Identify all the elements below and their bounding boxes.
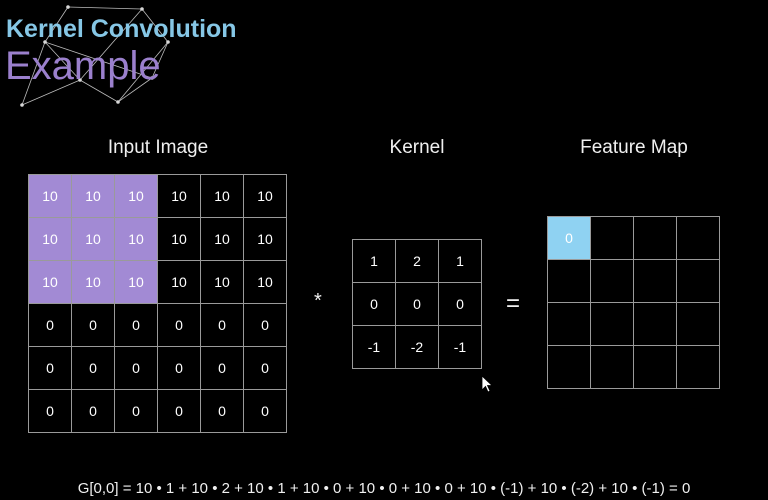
kernel-cell: 0: [439, 283, 482, 326]
feature-map-cell: [548, 346, 591, 389]
equals-operator: =: [506, 290, 521, 317]
input-image-cell: 0: [201, 390, 244, 433]
input-image-cell: 10: [158, 175, 201, 218]
input-image-cell: 0: [29, 304, 72, 347]
input-image-cell: 0: [244, 390, 287, 433]
kernel-cell: 0: [353, 283, 396, 326]
feature-map-cell: [591, 303, 634, 346]
input-image-cell: 10: [72, 218, 115, 261]
input-image-cell: 10: [201, 218, 244, 261]
input-image-cell: 10: [158, 261, 201, 304]
input-image-cell: 10: [29, 261, 72, 304]
input-image-cell: 0: [72, 390, 115, 433]
kernel-cell: 1: [439, 240, 482, 283]
input-image-cell: 10: [244, 218, 287, 261]
input-image-cell: 10: [201, 175, 244, 218]
kernel-cell: 0: [396, 283, 439, 326]
input-image-cell: 10: [72, 261, 115, 304]
feature-map-cell: [591, 217, 634, 260]
kernel-cell: -1: [439, 326, 482, 369]
input-image-cell: 10: [29, 175, 72, 218]
mouse-cursor-icon: [481, 375, 493, 393]
input-image-cell: 0: [115, 390, 158, 433]
feature-map-cell: [677, 346, 720, 389]
feature-map-cell: [591, 260, 634, 303]
input-image-cell: 10: [244, 261, 287, 304]
input-image-cell: 0: [72, 304, 115, 347]
kernel-cell: -2: [396, 326, 439, 369]
input-image-cell: 0: [29, 390, 72, 433]
feature-map-cell: [677, 303, 720, 346]
input-image-cell: 10: [244, 175, 287, 218]
input-image-cell: 10: [115, 261, 158, 304]
input-image-cell: 0: [244, 304, 287, 347]
input-image-cell: 10: [158, 218, 201, 261]
feature-map-label: Feature Map: [580, 137, 688, 158]
feature-map-cell: [634, 217, 677, 260]
input-image-cell: 10: [72, 175, 115, 218]
feature-map-grid: 0: [547, 216, 720, 389]
input-image-cell: 10: [115, 175, 158, 218]
kernel-label: Kernel: [389, 137, 445, 158]
network-graph-decoration: [20, 5, 170, 107]
input-image-label: Input Image: [107, 137, 209, 158]
input-image-cell: 0: [244, 347, 287, 390]
input-image-cell: 10: [201, 261, 244, 304]
kernel-cell: 1: [353, 240, 396, 283]
input-image-cell: 0: [29, 347, 72, 390]
input-image-cell: 10: [115, 218, 158, 261]
convolution-operator: *: [314, 290, 322, 312]
feature-map-cell: [677, 260, 720, 303]
input-image-cell: 0: [158, 347, 201, 390]
feature-map-cell: [634, 346, 677, 389]
feature-map-cell: [548, 303, 591, 346]
feature-map-cell: [591, 346, 634, 389]
input-image-cell: 0: [158, 304, 201, 347]
title-line-2: Example: [5, 44, 161, 88]
input-image-cell: 10: [29, 218, 72, 261]
input-image-cell: 0: [72, 347, 115, 390]
input-image-cell: 0: [201, 304, 244, 347]
input-image-cell: 0: [115, 304, 158, 347]
input-image-cell: 0: [201, 347, 244, 390]
title-line-1: Kernel Convolution: [6, 15, 237, 43]
kernel-cell: 2: [396, 240, 439, 283]
feature-map-cell: [634, 303, 677, 346]
equation-text: G[0,0] = 10 • 1 + 10 • 2 + 10 • 1 + 10 •…: [77, 480, 691, 497]
feature-map-cell: 0: [548, 217, 591, 260]
input-image-cell: 0: [115, 347, 158, 390]
kernel-cell: -1: [353, 326, 396, 369]
input-image-cell: 0: [158, 390, 201, 433]
feature-map-cell: [634, 260, 677, 303]
feature-map-cell: [677, 217, 720, 260]
feature-map-cell: [548, 260, 591, 303]
